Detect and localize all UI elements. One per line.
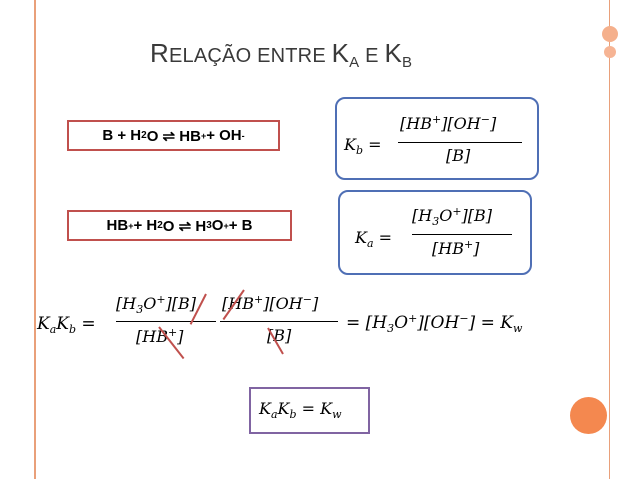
kb-expression-box [335,97,539,180]
ka-fraction-bar [412,234,512,235]
ka-numerator: [H3O+][B] [412,205,493,228]
kb-numerator: [HB+][OH−] [400,113,497,133]
decor-circle-bottom [570,397,607,434]
right-decor-line [609,0,610,479]
product-fraction1-bar [116,321,216,322]
ka-expression-box [338,190,532,275]
kb-denominator: [B] [446,146,471,165]
left-decor-line [34,0,36,479]
product-lhs: KaKb = [37,314,96,336]
ka-denominator: [HB+] [432,238,480,258]
product-fraction2-numerator: [HB+][OH−] [222,293,319,313]
product-fraction1-numerator: [H3O+][B] [116,293,197,316]
decor-circle-top-small [604,46,616,58]
decor-circle-top [602,26,618,42]
ka-lhs: Ka = [355,228,393,250]
kb-lhs: Kb = [344,135,382,157]
product-fraction2-bar [220,321,338,322]
product-fraction1-denominator: [HB+] [136,326,184,346]
slide-title: RELAÇÃO ENTRE KA E KB [150,38,413,71]
result-box [249,387,370,434]
product-rhs: = [H3O+][OH−] = Kw [346,312,523,335]
result-equation: KaKb = Kw [259,399,342,421]
kb-fraction-bar [398,142,522,143]
